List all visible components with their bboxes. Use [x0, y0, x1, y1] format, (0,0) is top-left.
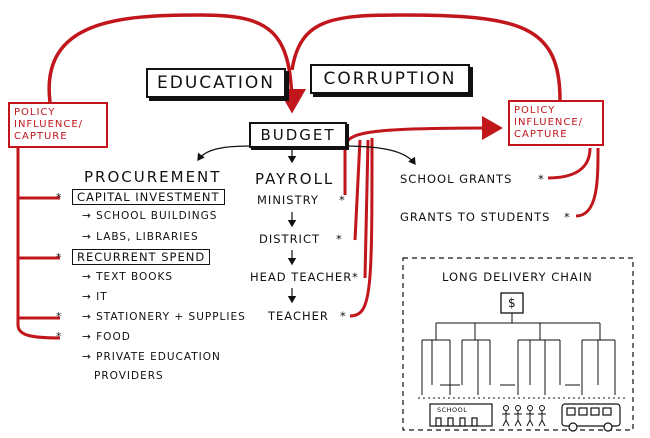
budget-box: BUDGET	[249, 122, 347, 148]
red-loop-left	[47, 13, 306, 114]
star: *	[339, 193, 346, 207]
capital-investment-label: CAPITAL INVESTMENT	[72, 189, 225, 205]
red-grants-link	[547, 147, 592, 180]
payroll-level-ministry: MINISTRY	[257, 193, 319, 207]
students-icon	[502, 405, 546, 427]
payroll-level-teacher: TEACHER	[268, 309, 329, 323]
recurrent-spend-label: RECURRENT SPEND	[72, 249, 211, 265]
list-item: → TEXT BOOKS	[82, 271, 174, 283]
star: *	[352, 270, 359, 284]
red-loop-right	[290, 13, 562, 101]
title-education: EDUCATION	[146, 68, 286, 98]
list-item: → STATIONERY + SUPPLIES	[82, 311, 246, 323]
delivery-chain-frame	[402, 257, 634, 431]
star: *	[56, 331, 63, 343]
star: *	[564, 210, 571, 224]
list-item: → IT	[82, 291, 108, 303]
star: *	[56, 252, 63, 264]
star: *	[56, 311, 63, 323]
payroll-level-district: DISTRICT	[259, 232, 321, 246]
star: *	[336, 232, 343, 246]
payroll-heading: PAYROLL	[255, 170, 335, 188]
school-sign: SCHOOL	[437, 406, 468, 414]
money-icon: $	[508, 296, 516, 310]
school-grants: SCHOOL GRANTS	[400, 172, 513, 186]
star: *	[340, 309, 347, 323]
list-item: → LABS, LIBRARIES	[82, 231, 199, 243]
grants-to-students: GRANTS TO STUDENTS	[400, 210, 551, 224]
school-bus-icon	[561, 403, 621, 432]
delivery-tree	[418, 313, 625, 399]
list-item: → PRIVATE EDUCATION	[82, 351, 221, 363]
policy-capture-right: POLICY INFLUENCE/ CAPTURE	[508, 100, 604, 146]
star: *	[56, 192, 63, 204]
policy-capture-left: POLICY INFLUENCE/ CAPTURE	[8, 102, 108, 148]
title-corruption: CORRUPTION	[310, 64, 470, 94]
red-bracket-left	[16, 148, 61, 340]
star: *	[538, 172, 545, 186]
payroll-level-head-teacher: HEAD TEACHER	[250, 270, 353, 284]
list-item: PROVIDERS	[94, 370, 164, 382]
list-item: → SCHOOL BUILDINGS	[82, 210, 218, 222]
procurement-heading: PROCUREMENT	[84, 168, 222, 186]
delivery-chain-title: LONG DELIVERY CHAIN	[442, 270, 593, 284]
list-item: → FOOD	[82, 331, 131, 343]
school-building-icon	[429, 403, 493, 427]
